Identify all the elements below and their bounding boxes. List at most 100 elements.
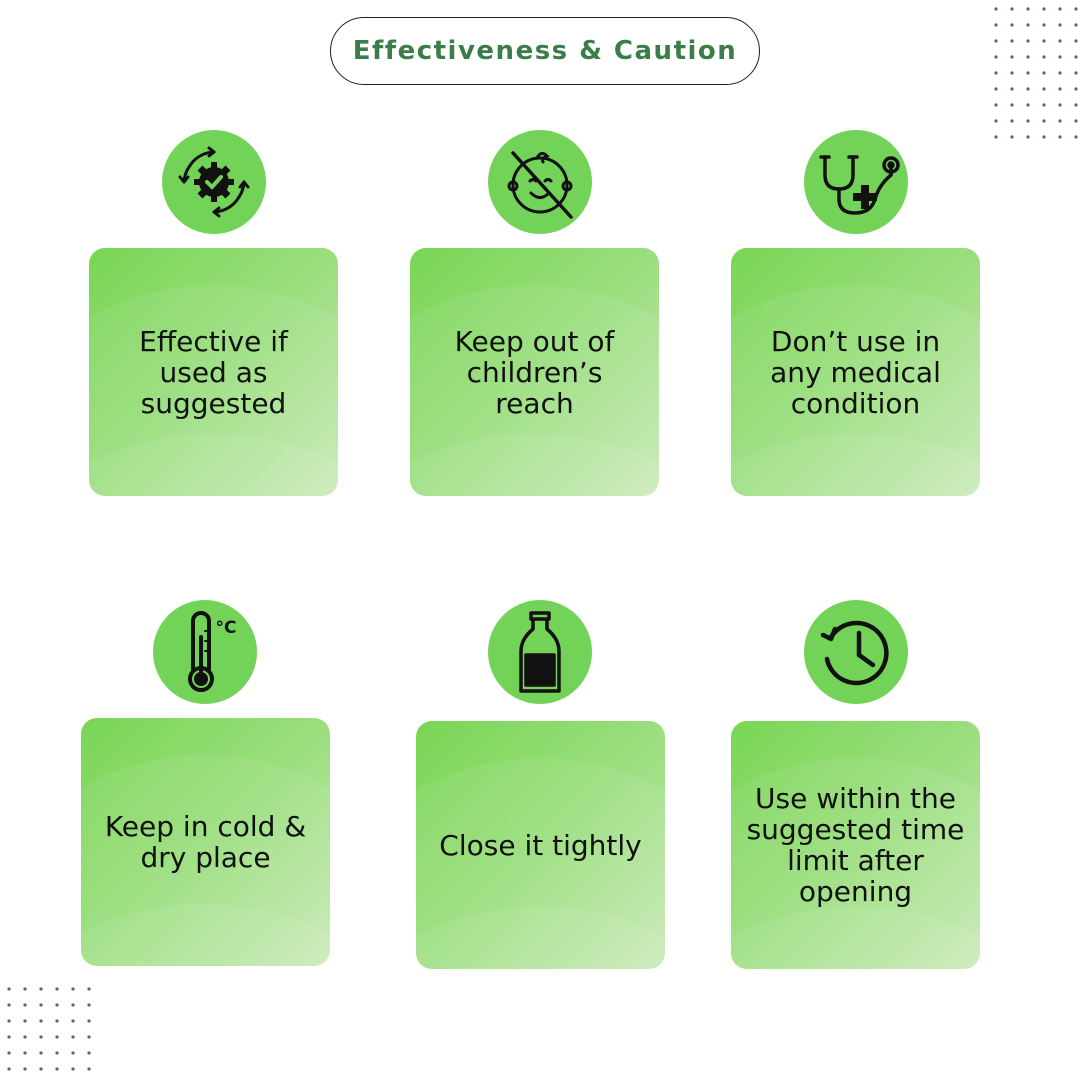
thermometer-celsius-icon: °C bbox=[153, 600, 257, 704]
dot bbox=[994, 87, 998, 91]
dot bbox=[994, 71, 998, 75]
gear-check-cycle-icon bbox=[162, 130, 266, 234]
dot bbox=[1010, 87, 1014, 91]
dot bbox=[1074, 23, 1078, 27]
dot bbox=[7, 1067, 11, 1071]
info-card-effective: Effective if used as suggested bbox=[89, 248, 338, 496]
card-text: Close it tightly bbox=[439, 828, 642, 862]
info-card-close: Close it tightly bbox=[416, 721, 665, 969]
dot bbox=[1026, 55, 1030, 59]
dot bbox=[7, 1019, 11, 1023]
dot bbox=[71, 1003, 75, 1007]
dot bbox=[7, 1035, 11, 1039]
dot bbox=[1058, 7, 1062, 11]
dot bbox=[39, 987, 43, 991]
dot bbox=[7, 1003, 11, 1007]
dot bbox=[39, 1035, 43, 1039]
dot bbox=[1042, 103, 1046, 107]
dot bbox=[1026, 39, 1030, 43]
dot bbox=[1074, 135, 1078, 139]
dot bbox=[71, 1019, 75, 1023]
no-baby-icon bbox=[488, 130, 592, 234]
dot-pattern-bottom-left bbox=[7, 987, 91, 1071]
dot bbox=[1042, 55, 1046, 59]
dot bbox=[1042, 135, 1046, 139]
dot bbox=[55, 987, 59, 991]
dot bbox=[994, 39, 998, 43]
dot bbox=[1058, 119, 1062, 123]
dot bbox=[994, 135, 998, 139]
dot bbox=[55, 1003, 59, 1007]
dot bbox=[1042, 39, 1046, 43]
dot bbox=[55, 1051, 59, 1055]
dot bbox=[1074, 103, 1078, 107]
card-text: Keep out of children’s reach bbox=[454, 324, 615, 420]
dot bbox=[994, 7, 998, 11]
info-card-children: Keep out of children’s reach bbox=[410, 248, 659, 496]
dot bbox=[1058, 55, 1062, 59]
dot bbox=[1058, 87, 1062, 91]
dot bbox=[1042, 7, 1046, 11]
dot bbox=[1010, 55, 1014, 59]
dot bbox=[87, 1067, 91, 1071]
dot bbox=[1058, 71, 1062, 75]
dot bbox=[23, 1067, 27, 1071]
dot bbox=[1042, 87, 1046, 91]
dot bbox=[87, 987, 91, 991]
dot bbox=[1010, 23, 1014, 27]
dot-pattern-top-right bbox=[994, 7, 1078, 139]
dot bbox=[55, 1067, 59, 1071]
dot bbox=[994, 23, 998, 27]
dot bbox=[1010, 119, 1014, 123]
dot bbox=[71, 1035, 75, 1039]
info-card-medical: Don’t use in any medical condition bbox=[731, 248, 980, 496]
dot bbox=[1042, 119, 1046, 123]
dot bbox=[994, 119, 998, 123]
dot bbox=[1074, 119, 1078, 123]
dot bbox=[1026, 135, 1030, 139]
dot bbox=[1058, 23, 1062, 27]
stethoscope-medical-cross-icon bbox=[804, 130, 908, 234]
dot bbox=[7, 987, 11, 991]
dot bbox=[87, 1035, 91, 1039]
dot bbox=[39, 1003, 43, 1007]
dot bbox=[23, 987, 27, 991]
dot bbox=[1026, 87, 1030, 91]
dot bbox=[23, 1003, 27, 1007]
dot bbox=[994, 55, 998, 59]
dot bbox=[71, 987, 75, 991]
dot bbox=[1042, 23, 1046, 27]
dot bbox=[23, 1019, 27, 1023]
dot bbox=[87, 1003, 91, 1007]
celsius-label: °C bbox=[216, 618, 237, 638]
dot bbox=[1026, 119, 1030, 123]
dot bbox=[23, 1035, 27, 1039]
dot bbox=[55, 1019, 59, 1023]
card-text: Use within the suggested time limit afte… bbox=[746, 782, 965, 908]
dot bbox=[39, 1051, 43, 1055]
dot bbox=[1058, 39, 1062, 43]
dot bbox=[1058, 103, 1062, 107]
dot bbox=[1058, 135, 1062, 139]
bottle-icon bbox=[488, 600, 592, 704]
dot bbox=[1074, 87, 1078, 91]
dot bbox=[1026, 7, 1030, 11]
dot bbox=[1074, 55, 1078, 59]
dot bbox=[1010, 71, 1014, 75]
dot bbox=[1074, 39, 1078, 43]
dot bbox=[994, 103, 998, 107]
dot bbox=[1042, 71, 1046, 75]
dot bbox=[1026, 103, 1030, 107]
dot bbox=[1010, 135, 1014, 139]
card-text: Effective if used as suggested bbox=[139, 324, 288, 420]
info-card-storage: Keep in cold & dry place bbox=[81, 718, 330, 966]
dot bbox=[1010, 7, 1014, 11]
info-card-time-limit: Use within the suggested time limit afte… bbox=[731, 721, 980, 969]
dot bbox=[1074, 71, 1078, 75]
card-text: Keep in cold & dry place bbox=[104, 810, 307, 874]
dot bbox=[71, 1067, 75, 1071]
dot bbox=[87, 1019, 91, 1023]
dot bbox=[7, 1051, 11, 1055]
dot bbox=[39, 1067, 43, 1071]
dot bbox=[1026, 71, 1030, 75]
